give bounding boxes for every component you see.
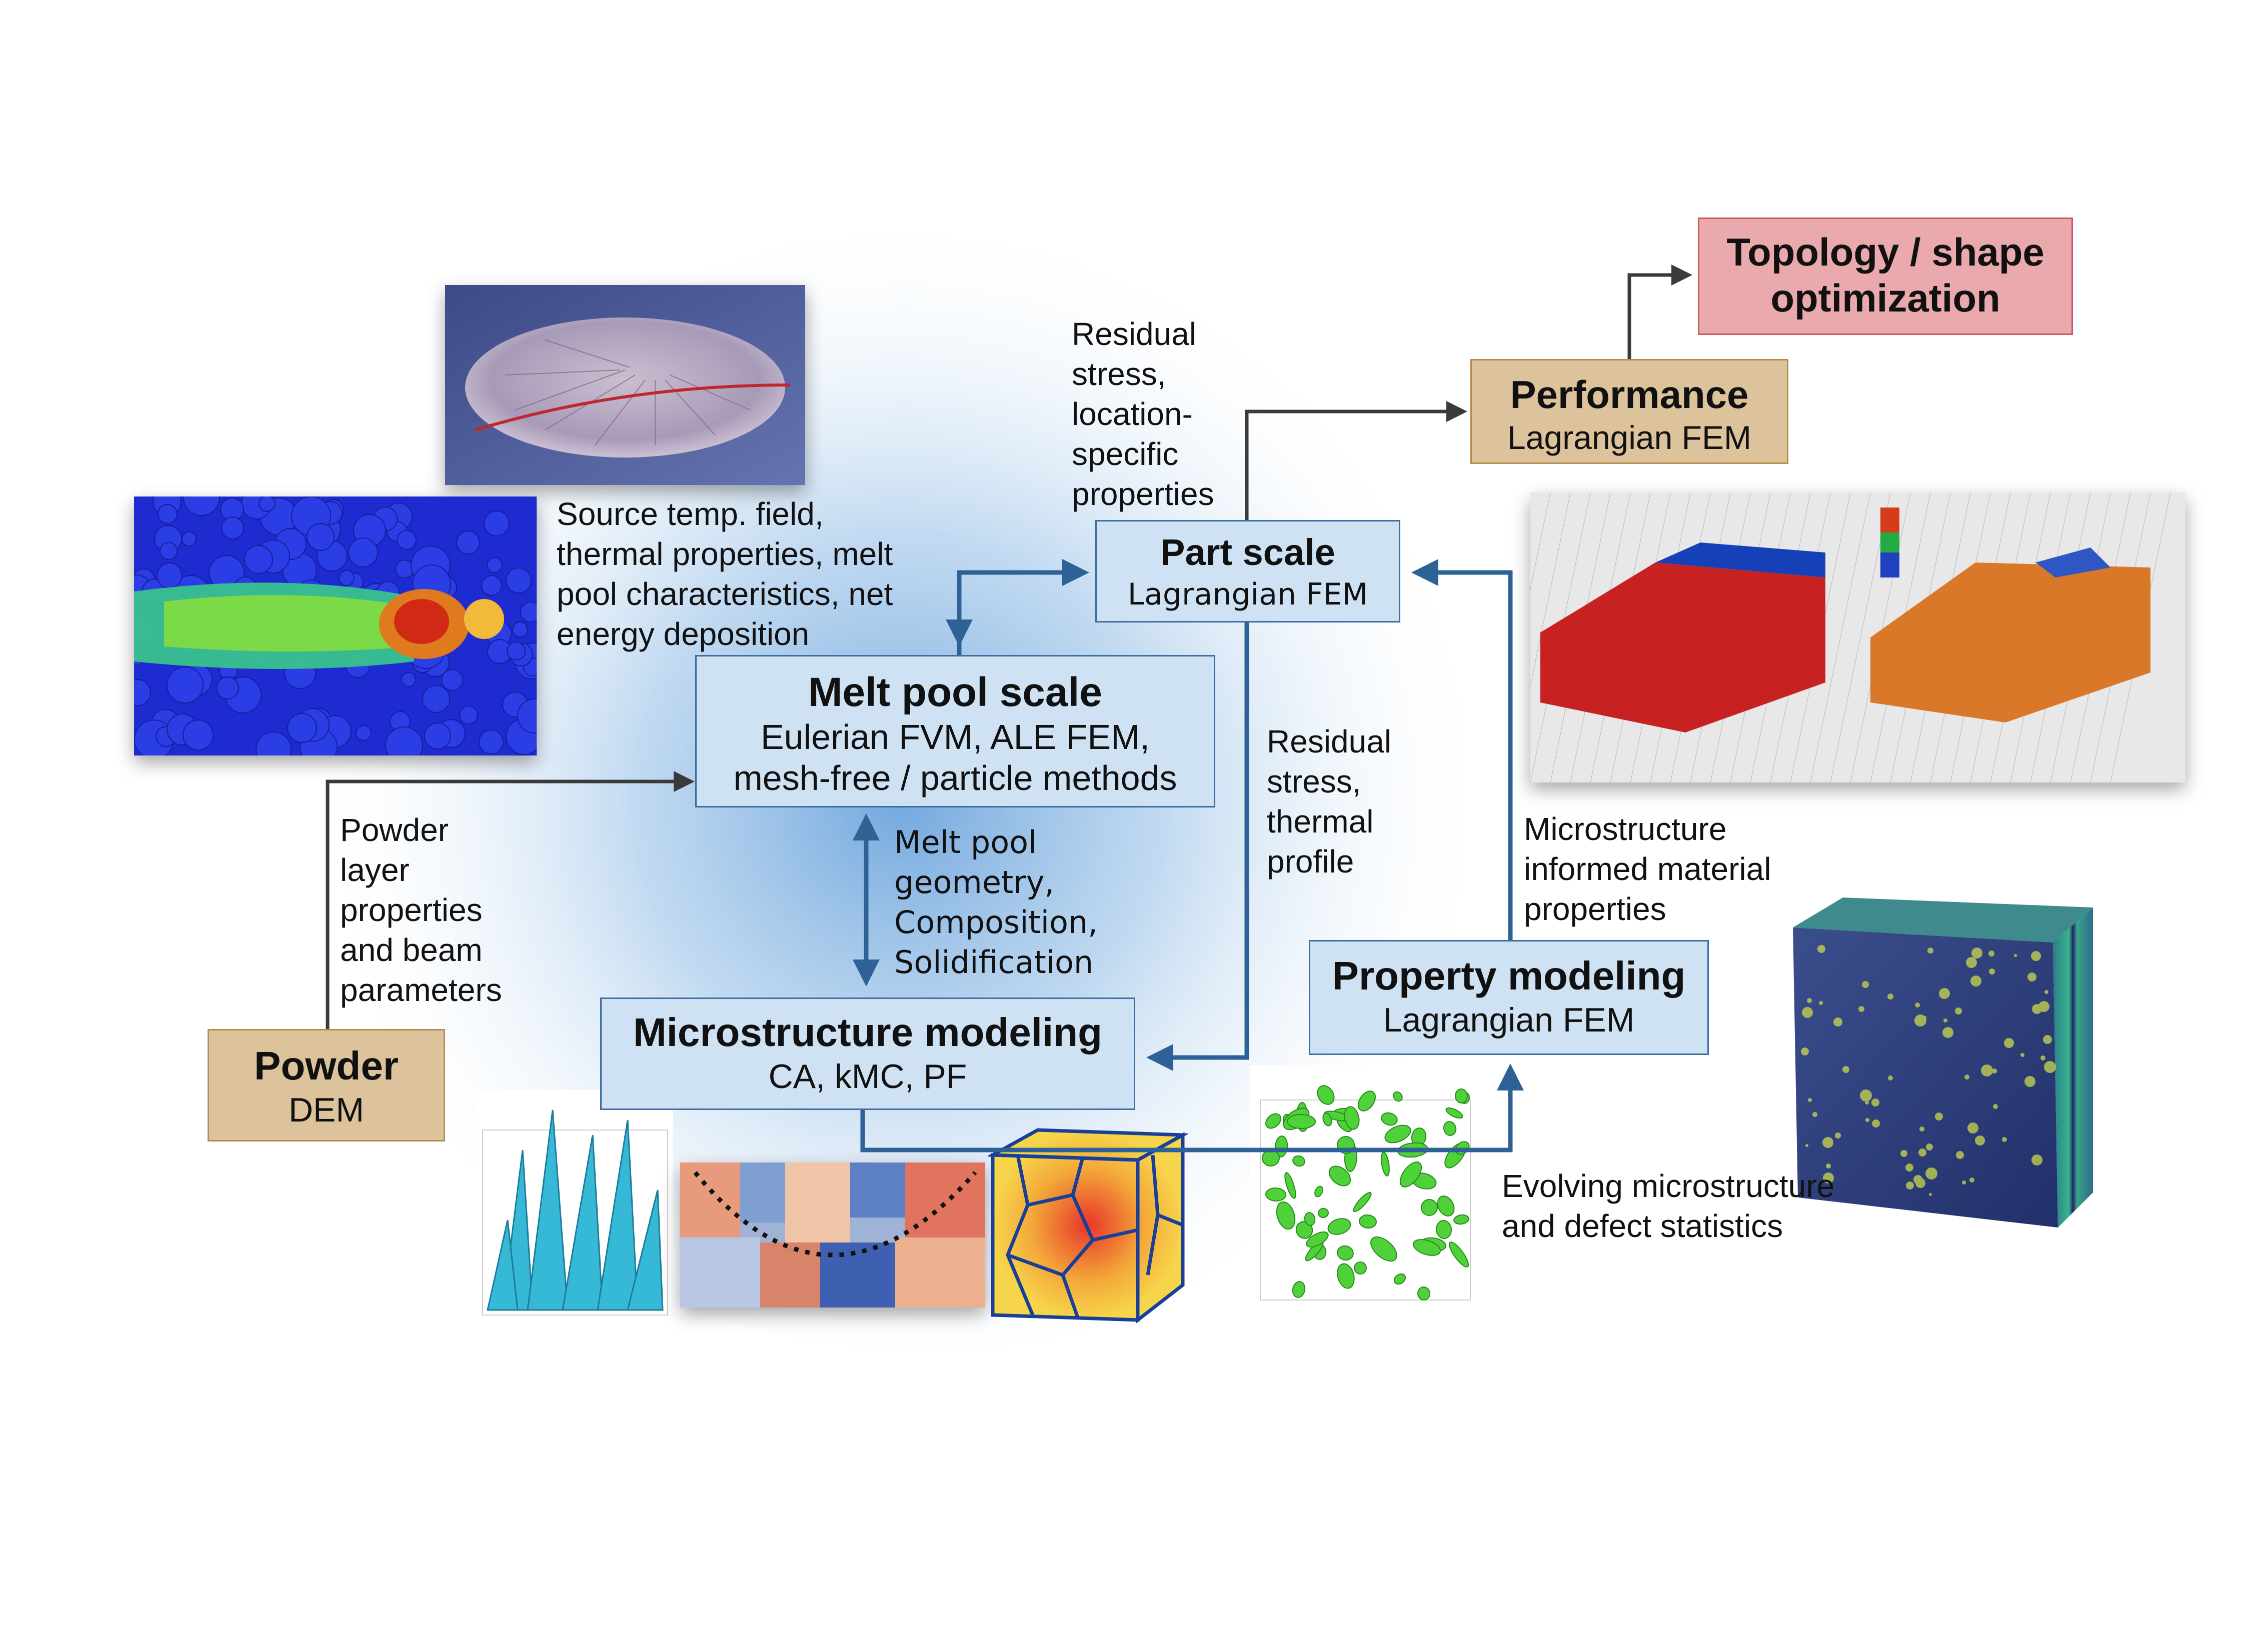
microstructure-subtitle: CA, kMC, PF (768, 1058, 967, 1096)
powder-title: Powder (254, 1044, 399, 1088)
melt-geometry-label: Melt pool geometry, Composition, Solidif… (894, 824, 1098, 980)
property-modeling-box: Property modeling Lagrangian FEM (1309, 940, 1709, 1055)
powder-layer-label: Powder layer properties and beam paramet… (340, 812, 502, 1008)
property-modeling-subtitle: Lagrangian FEM (1383, 1001, 1635, 1039)
melt-pool-title: Melt pool scale (808, 670, 1102, 715)
arrow-partscale-performance (1245, 401, 1467, 520)
arrow-microstructure-property (860, 1064, 1524, 1152)
performance-subtitle: Lagrangian FEM (1507, 419, 1751, 456)
part-scale-subtitle: Lagrangian FEM (1127, 577, 1368, 612)
topology-title: Topology / shape (1726, 230, 2044, 274)
powder-box: Powder DEM (208, 1029, 445, 1142)
microstructure-title: Microstructure modeling (633, 1010, 1102, 1054)
property-modeling-title: Property modeling (1332, 954, 1686, 998)
residual-location-label: Residual stress, location- specific prop… (1072, 316, 1214, 512)
topology-box: Topology / shape optimization (1698, 218, 2073, 335)
residual-thermal-label: Residual stress, thermal profile (1267, 724, 1392, 880)
evolving-label: Evolving microstructure and defect stati… (1502, 1168, 1835, 1244)
grain-structure-map (680, 1162, 985, 1308)
melt-pool-methods-1: Eulerian FVM, ALE FEM, (760, 718, 1150, 756)
part-scale-box: Part scale Lagrangian FEM (1095, 520, 1400, 622)
performance-title: Performance (1510, 372, 1749, 416)
powder-bed-temperature-field (134, 496, 537, 756)
part-scale-title: Part scale (1160, 532, 1335, 573)
arrow-powder-meltpool (326, 771, 695, 1029)
melt-pool-box: Melt pool scale Eulerian FVM, ALE FEM, m… (695, 655, 1215, 808)
microstructure-informed-label: Microstructure informed material propert… (1524, 811, 1771, 927)
arrow-performance-topology (1627, 264, 1692, 359)
part-scale-fem-models (1530, 492, 2185, 782)
microstructure-box: Microstructure modeling CA, kMC, PF (600, 998, 1135, 1110)
defect-pores (1250, 1065, 1485, 1310)
powder-subtitle: DEM (288, 1091, 365, 1129)
melt-pool-simulation (445, 285, 805, 485)
arrow-partscale-microstructure (1146, 622, 1249, 1071)
arrow-meltpool-partscale (957, 559, 1089, 655)
texture-cube (1793, 898, 2093, 1228)
grain-cube (988, 1128, 1188, 1324)
dendrite-microstructure (478, 1090, 673, 1320)
arrow-property-partscale (1411, 559, 1513, 940)
melt-pool-methods-2: mesh-free / particle methods (733, 758, 1177, 798)
performance-box: Performance Lagrangian FEM (1470, 359, 1788, 464)
topology-title-line2: optimization (1770, 276, 2000, 320)
source-temp-label: Source temp. field, thermal properties, … (557, 496, 893, 652)
